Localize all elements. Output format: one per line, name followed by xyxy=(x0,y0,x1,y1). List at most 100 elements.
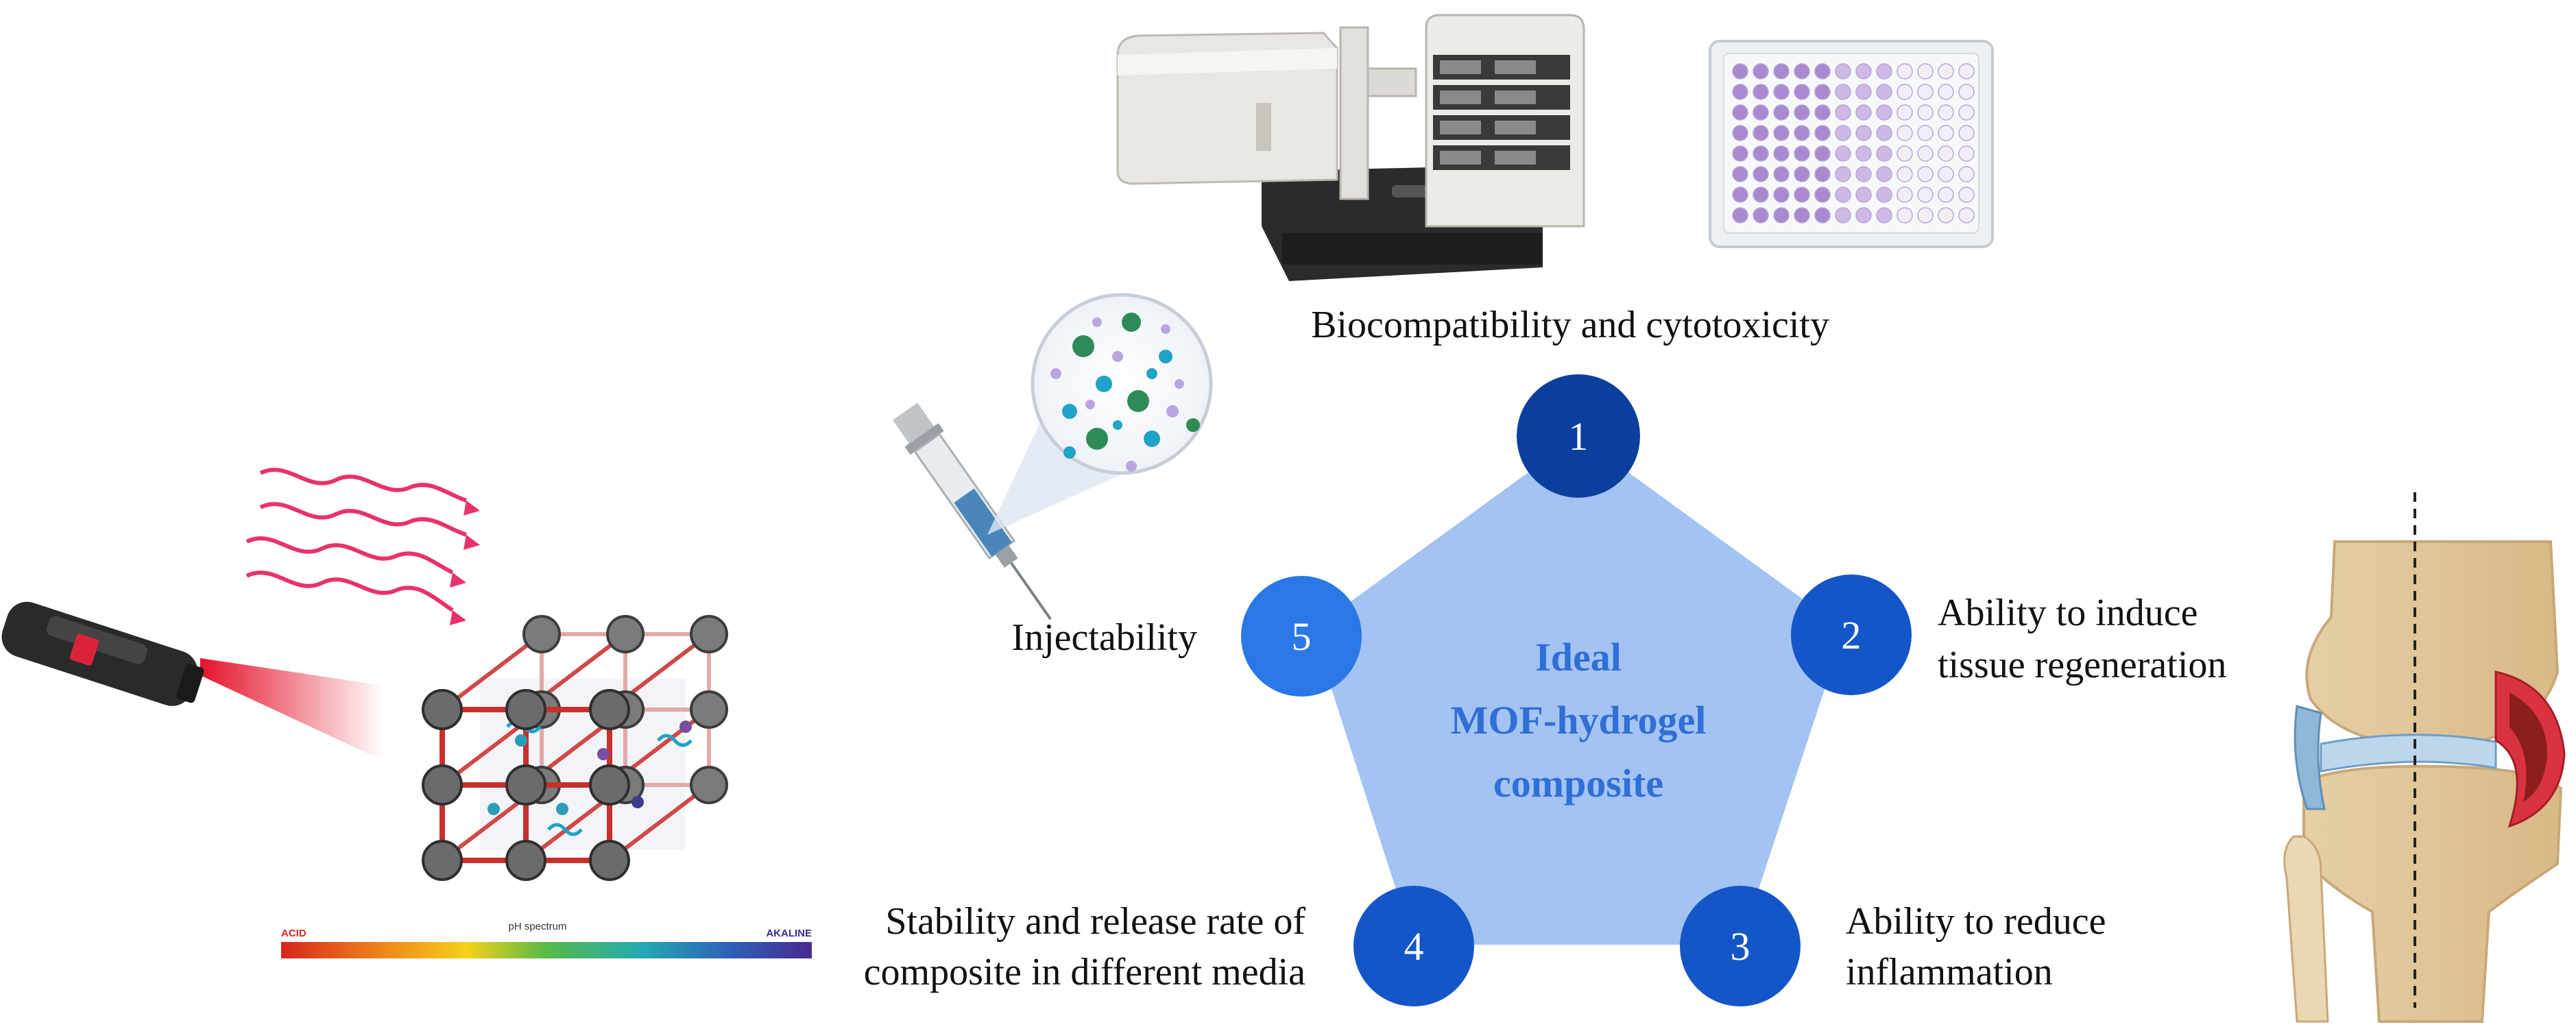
well xyxy=(1958,207,1975,223)
well xyxy=(1917,125,1934,141)
heat-wave-icon xyxy=(245,468,480,625)
well xyxy=(1855,145,1872,162)
node-2-number: 2 xyxy=(1842,613,1862,657)
well xyxy=(1732,84,1748,100)
well xyxy=(1732,104,1748,121)
well xyxy=(1753,186,1769,203)
particle xyxy=(1072,335,1094,357)
well xyxy=(1958,104,1975,121)
well xyxy=(1917,166,1934,182)
node-2: 2 xyxy=(1791,575,1912,695)
well xyxy=(1732,125,1748,141)
well xyxy=(1938,145,1954,162)
well xyxy=(1876,84,1892,100)
particle xyxy=(1086,428,1108,450)
well xyxy=(1814,186,1831,203)
well xyxy=(1753,166,1769,182)
particle xyxy=(1166,405,1179,418)
particle xyxy=(1112,351,1123,362)
well xyxy=(1897,63,1913,80)
well xyxy=(1732,207,1748,223)
node-1: 1 xyxy=(1517,374,1640,498)
well xyxy=(1773,125,1790,141)
well xyxy=(1773,186,1790,203)
well xyxy=(1814,104,1831,121)
well xyxy=(1897,186,1913,203)
well xyxy=(1958,186,1975,203)
well xyxy=(1753,63,1769,80)
well xyxy=(1814,63,1831,80)
well xyxy=(1814,125,1831,141)
node-4-number: 4 xyxy=(1404,924,1424,969)
magnifier-cone xyxy=(987,418,1124,535)
node-3-number: 3 xyxy=(1731,924,1750,969)
particle xyxy=(1127,390,1149,412)
well xyxy=(1835,63,1851,80)
ph-spectrum-bar: pH spectrum ACID AKALINE xyxy=(281,921,812,958)
well xyxy=(1753,125,1769,141)
well xyxy=(1835,207,1851,223)
center-title-line3: composite xyxy=(1493,761,1663,806)
particle xyxy=(1146,368,1157,379)
ph-acid-label: ACID xyxy=(281,928,306,939)
well xyxy=(1917,207,1934,223)
well xyxy=(1732,186,1748,203)
knee-joint-icon xyxy=(2283,492,2566,1023)
particle xyxy=(1092,317,1102,327)
well xyxy=(1958,84,1975,100)
syringe-icon xyxy=(892,402,1052,620)
well xyxy=(1794,207,1810,223)
laser-beam xyxy=(200,658,384,761)
particle-magnifier-icon xyxy=(1031,293,1213,475)
central-pentagon xyxy=(1312,436,1844,945)
well xyxy=(1897,84,1913,100)
particle xyxy=(1050,368,1061,379)
well xyxy=(1835,145,1851,162)
well xyxy=(1938,125,1954,141)
well xyxy=(1938,186,1954,203)
well xyxy=(1855,84,1872,100)
particle xyxy=(1085,400,1095,409)
well xyxy=(1958,63,1975,80)
well xyxy=(1938,63,1954,80)
well xyxy=(1794,84,1810,100)
node-5: 5 xyxy=(1241,576,1362,697)
well xyxy=(1794,125,1810,141)
node-3-circle xyxy=(1680,886,1801,1006)
well xyxy=(1876,125,1892,141)
particle xyxy=(1063,446,1076,459)
well xyxy=(1876,145,1892,162)
well xyxy=(1876,166,1892,182)
well xyxy=(1794,186,1810,203)
well xyxy=(1897,104,1913,121)
well xyxy=(1876,63,1892,80)
well xyxy=(1814,166,1831,182)
well xyxy=(1732,145,1748,162)
well xyxy=(1753,104,1769,121)
node-1-circle xyxy=(1517,374,1640,498)
well xyxy=(1958,145,1975,162)
well xyxy=(1855,104,1872,121)
particle xyxy=(1175,379,1184,389)
well xyxy=(1938,84,1954,100)
node-4-label-line2: composite in different media xyxy=(864,951,1305,993)
well xyxy=(1917,84,1934,100)
well xyxy=(1814,207,1831,223)
node-4-label-line1: Stability and release rate of xyxy=(885,900,1305,943)
well xyxy=(1855,207,1872,223)
well xyxy=(1773,207,1790,223)
node-5-label: Injectability xyxy=(1011,616,1197,659)
center-title-line1: Ideal xyxy=(1535,635,1622,679)
well xyxy=(1773,104,1790,121)
node-3: 3 xyxy=(1680,886,1801,1006)
particle xyxy=(1113,420,1122,430)
node-5-number: 5 xyxy=(1292,614,1312,659)
node-4-circle xyxy=(1353,886,1474,1006)
well xyxy=(1958,166,1975,182)
well xyxy=(1938,166,1954,182)
well xyxy=(1732,63,1748,80)
particle xyxy=(1122,313,1141,332)
well xyxy=(1814,84,1831,100)
mof-lattice-icon xyxy=(422,615,728,881)
node-1-label: Biocompatibility and cytotoxicity xyxy=(1311,304,1829,346)
